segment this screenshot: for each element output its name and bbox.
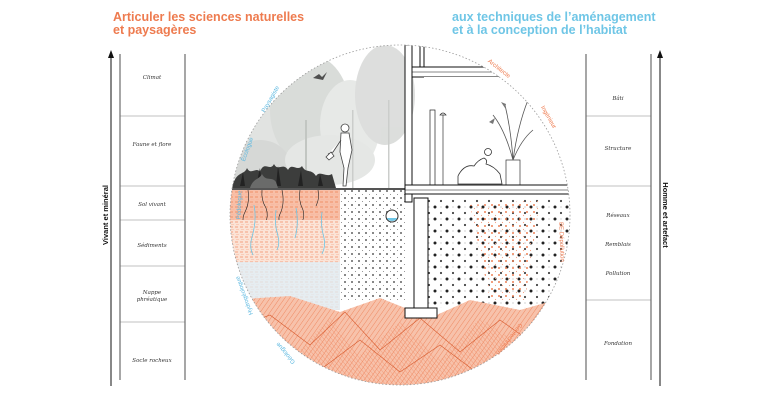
circle-outline: [229, 44, 571, 386]
left-axis-label: Vivant et minéral: [101, 185, 110, 245]
discipline-pedologue: Pédologue: [237, 190, 244, 220]
right-axis: Homme et artefact: [657, 50, 670, 386]
right-axis-label: Homme et artefact: [661, 182, 670, 248]
scale-remblais: Remblais: [604, 242, 631, 248]
background-trees: [230, 45, 415, 190]
scale-fondation: Fondation: [603, 341, 632, 347]
gardener-figure: [325, 123, 353, 187]
left-scale: Climat Faune et flore Sol vivant Sédimen…: [119, 54, 186, 380]
scale-reseaux: Réseaux: [605, 212, 630, 219]
right-title: aux techniques de l’aménagement et à la …: [452, 10, 656, 37]
scale-faune-flore: Faune et flore: [132, 142, 173, 148]
bird-icon: [313, 72, 327, 80]
scale-pollution: Pollution: [605, 271, 631, 277]
building-section: [404, 45, 570, 319]
scale-structure: Structure: [605, 146, 633, 152]
scale-phreatique: phréatique: [137, 296, 168, 303]
discipline-be-depollution: BE Dépollution: [557, 222, 564, 262]
right-scale: Bâti Structure Réseaux Remblais Pollutio…: [585, 54, 652, 380]
pollution-zone: [470, 200, 540, 300]
water-drips: [250, 204, 326, 256]
scale-nappe: Nappe: [142, 290, 162, 296]
grass-bushes: [232, 164, 336, 188]
section-circle: [230, 45, 570, 385]
scale-bati: Bâti: [611, 95, 624, 102]
backfill-middle: [340, 190, 405, 300]
scale-sediments: Sédiments: [137, 242, 167, 249]
left-axis: Vivant et minéral: [101, 50, 114, 386]
scale-socle-rocheux: Socle rocheux: [132, 358, 172, 364]
scale-sol-vivant: Sol vivant: [138, 202, 166, 208]
left-title: Articuler les sciences naturelles et pay…: [113, 10, 305, 37]
scale-climat: Climat: [143, 75, 162, 81]
